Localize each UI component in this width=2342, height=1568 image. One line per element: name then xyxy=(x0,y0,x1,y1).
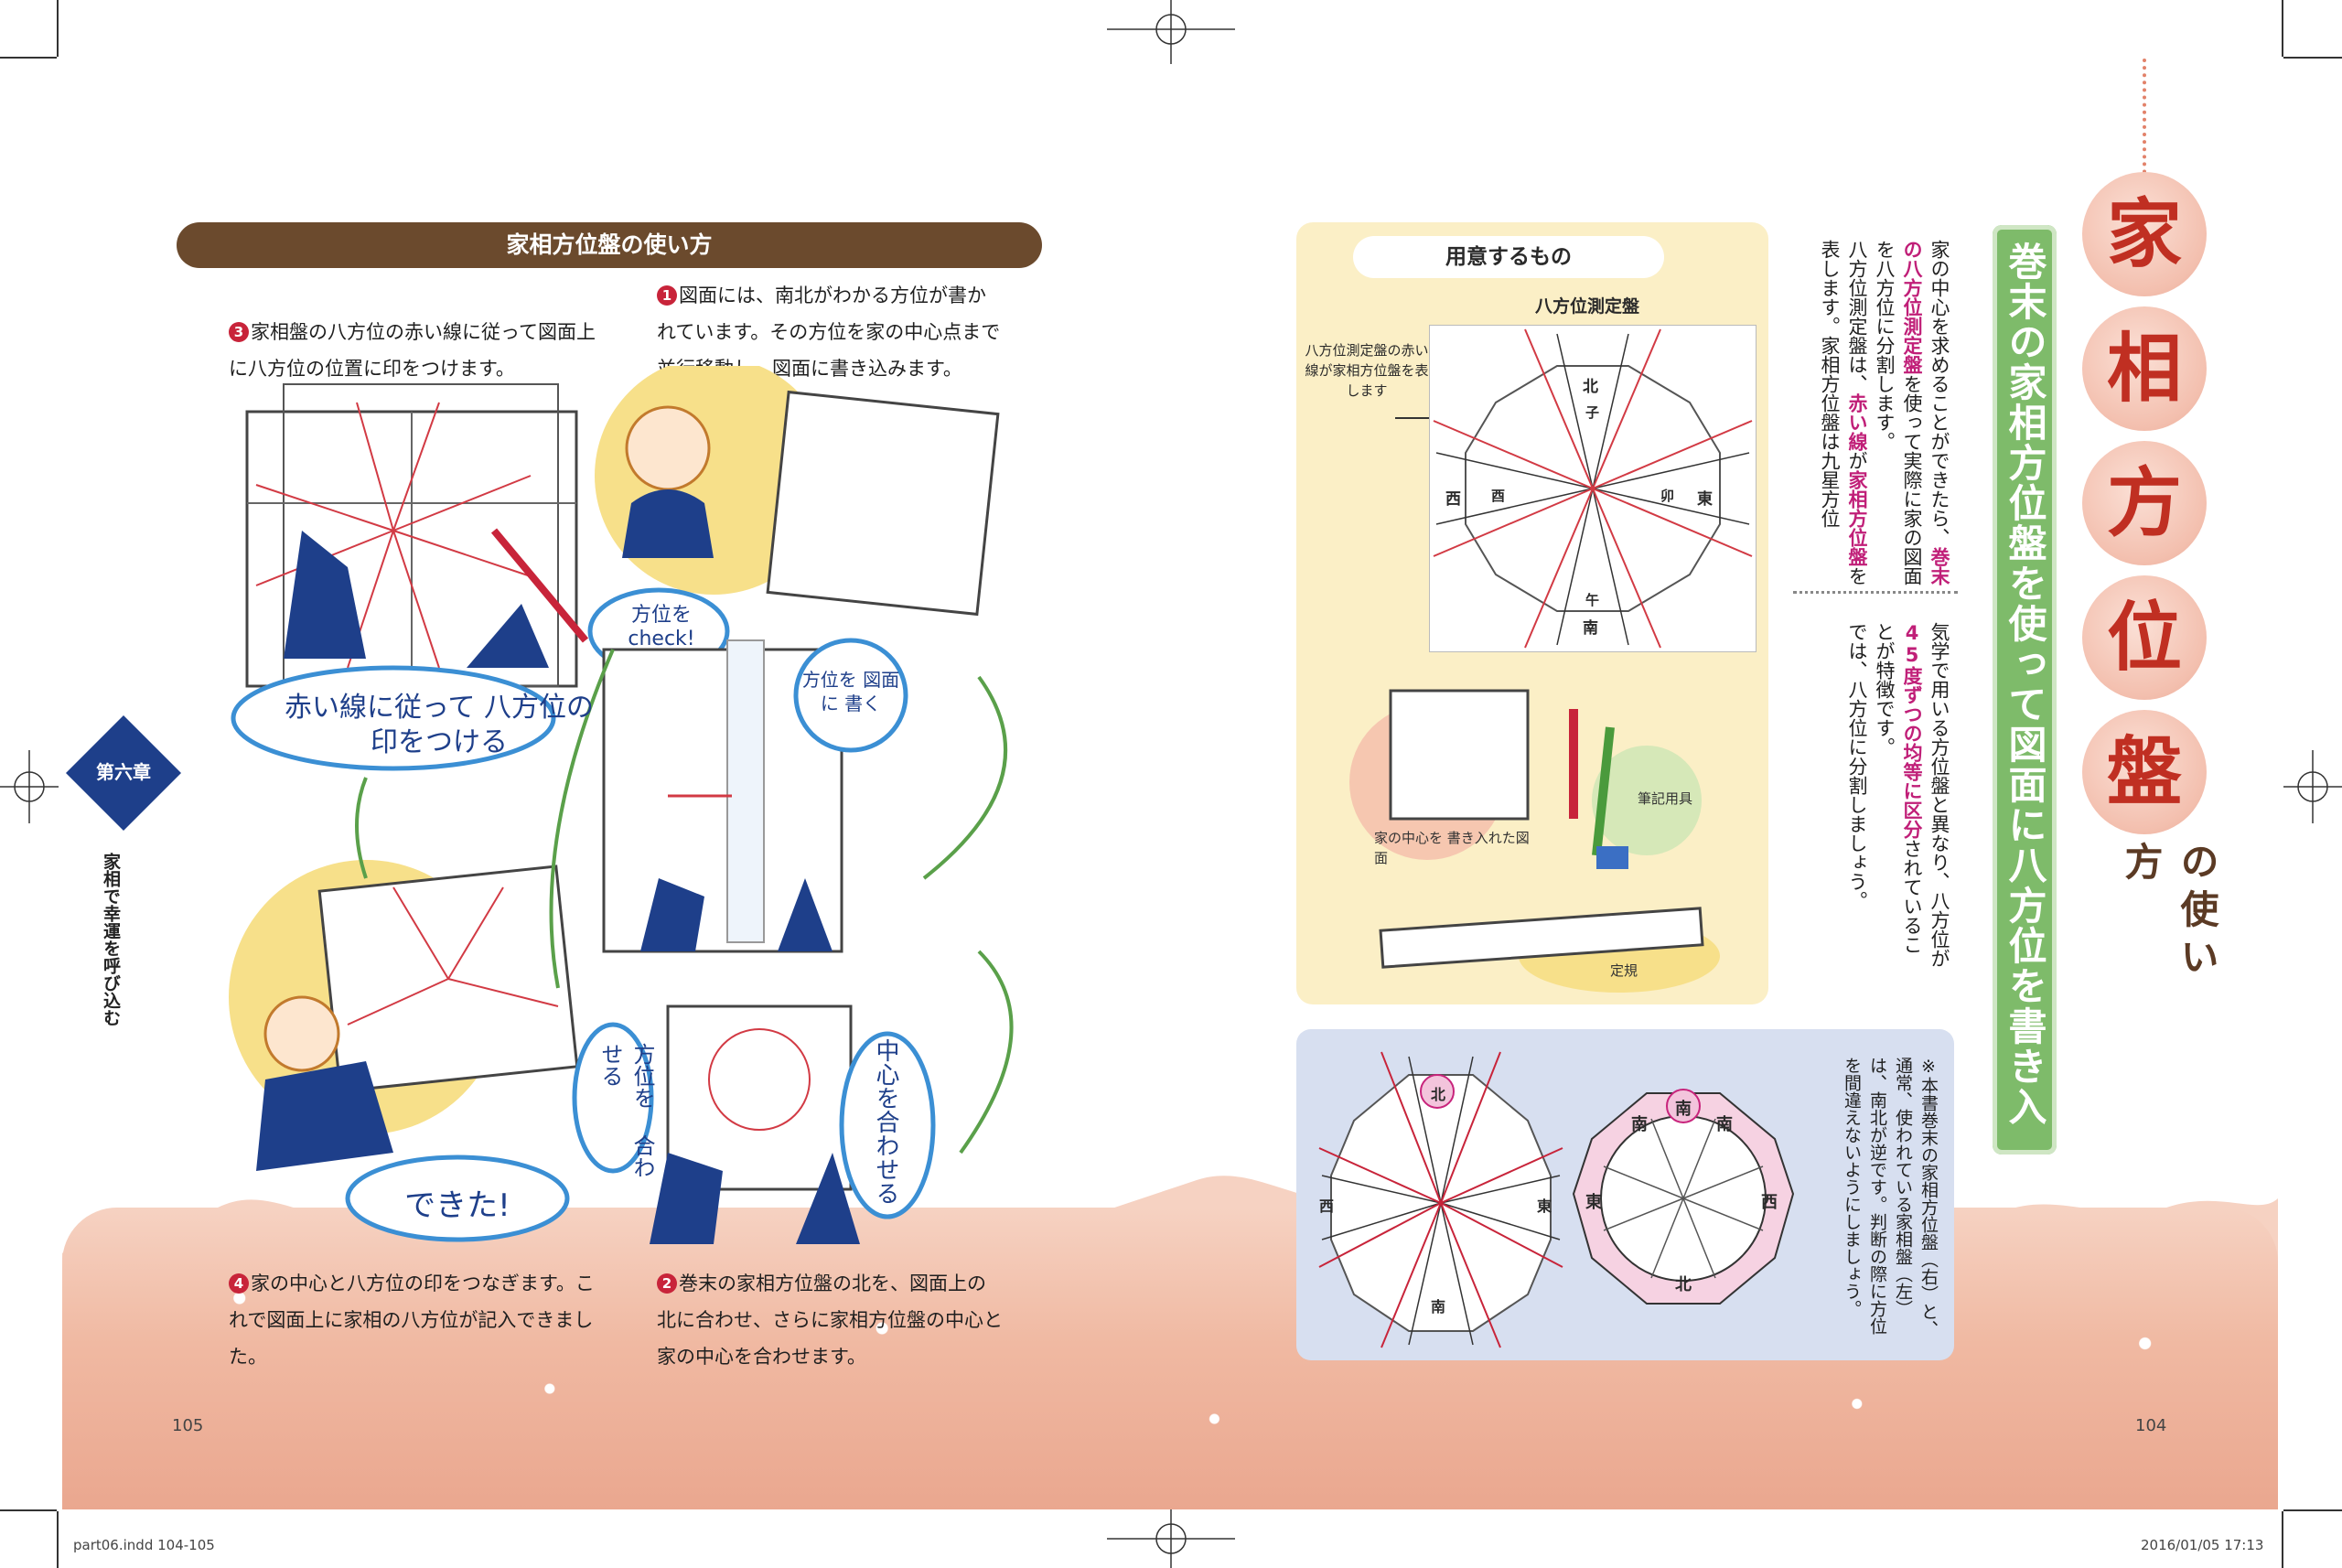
left-disk-east: 東 xyxy=(1537,1197,1552,1215)
left-disk-west: 西 xyxy=(1319,1197,1335,1215)
page-number-left: 105 xyxy=(172,1416,204,1435)
title-char-1: 家 xyxy=(2082,172,2207,296)
chapter-badge xyxy=(66,715,181,831)
disk-label-east: 東 xyxy=(1697,490,1713,509)
prep-items-illustration xyxy=(1349,689,1720,993)
prep-item-pen: 筆記用具 xyxy=(1638,790,1693,807)
crop-mark xyxy=(57,1511,59,1568)
bubble-done: できた! xyxy=(404,1187,510,1224)
crop-mark xyxy=(0,1509,57,1511)
body-paragraph-2: 気学で用いる方位盤と異なり、八方位が45度ずつの均等に区分されていることが特徴で… xyxy=(1846,622,1950,968)
eight-direction-disk xyxy=(1429,325,1756,652)
prep-title: 用意するもの xyxy=(1353,236,1664,278)
disk-label-west: 西 xyxy=(1445,490,1461,509)
bubble-mark: 赤い線に従って 八方位の印をつける xyxy=(284,692,595,758)
slug-file: part06.indd 104-105 xyxy=(73,1537,215,1553)
right-disk-south-e: 南 xyxy=(1716,1115,1733,1134)
title-char-3: 方 xyxy=(2082,441,2207,565)
title-char-5: 盤 xyxy=(2082,710,2207,834)
right-disk-south: 南 xyxy=(1675,1100,1692,1119)
right-disk-west: 西 xyxy=(1761,1193,1778,1212)
right-disk-east: 東 xyxy=(1585,1193,1602,1212)
subtitle-band: 巻末の家相方位盤を使って図面に八方位を書き入れる xyxy=(1939,225,2057,1155)
house-disk-left xyxy=(1318,1051,1563,1348)
crop-mark xyxy=(57,0,59,57)
prep-item-ruler: 定規 xyxy=(1610,962,1638,979)
body-paragraph-1: 家の中心を求めることができたら、巻末の八方位測定盤を使って実際に家の図面を八方位… xyxy=(1819,240,1950,585)
title-char-2: 相 xyxy=(2082,306,2207,431)
bubble-draw: 方位を 図面に 書く xyxy=(801,669,900,714)
disk-label-south: 南 xyxy=(1583,619,1598,638)
left-disk-south: 南 xyxy=(1431,1298,1446,1316)
right-disk-north: 北 xyxy=(1675,1275,1692,1294)
registration-mark xyxy=(1107,1509,1235,1568)
dotted-divider xyxy=(1793,591,1958,594)
left-disk-north: 北 xyxy=(1431,1086,1446,1103)
page-number-right: 104 xyxy=(2135,1416,2167,1435)
disk-title: 八方位測定盤 xyxy=(1534,296,1639,317)
crop-mark xyxy=(2282,1511,2283,1568)
disk-label-ne-zodiac: 子 xyxy=(1585,404,1600,421)
instruction-illustration xyxy=(229,366,1014,1244)
crop-mark xyxy=(2283,1509,2342,1511)
disk-label-west-zodiac: 酉 xyxy=(1491,488,1506,504)
chapter-subtitle: 家相で幸運を呼び込む xyxy=(101,853,121,1026)
chapter-label: 第六章 xyxy=(96,761,151,783)
title-char-4: 位 xyxy=(2082,575,2207,700)
registration-mark xyxy=(2283,750,2342,823)
bubble-align-center: 中心を合わせる xyxy=(872,1038,899,1205)
bubble-check: 方位を check! xyxy=(628,604,695,650)
crop-mark xyxy=(2283,57,2342,59)
section-banner: 家相方位盤の使い方 xyxy=(177,222,1042,268)
crop-mark xyxy=(0,57,57,59)
crop-mark xyxy=(2282,0,2283,57)
prep-item-plan: 家の中心を 書き入れた図面 xyxy=(1374,830,1530,866)
disk-label-south-zodiac: 午 xyxy=(1585,592,1600,608)
registration-mark xyxy=(1107,0,1235,64)
disk-label-east-zodiac: 卯 xyxy=(1660,488,1675,504)
comparison-note: ※本書巻末の家相方位盤（右）と、通常、使われている家相盤（左）は、南北が逆です。… xyxy=(1842,1057,1939,1337)
house-disk-right xyxy=(1572,1089,1795,1305)
slug-datetime: 2016/01/05 17:13 xyxy=(2141,1537,2264,1553)
disk-note: 八方位測定盤の赤い線が家相方位盤を表します xyxy=(1305,342,1429,399)
registration-mark xyxy=(0,750,59,823)
bubble-align-direction: 方位を 合わせる xyxy=(597,1043,655,1178)
title-suffix: の使い方 xyxy=(2119,842,2219,984)
right-disk-south-w: 南 xyxy=(1631,1115,1648,1134)
dotted-rule xyxy=(2143,59,2146,196)
disk-label-north: 北 xyxy=(1583,378,1598,396)
